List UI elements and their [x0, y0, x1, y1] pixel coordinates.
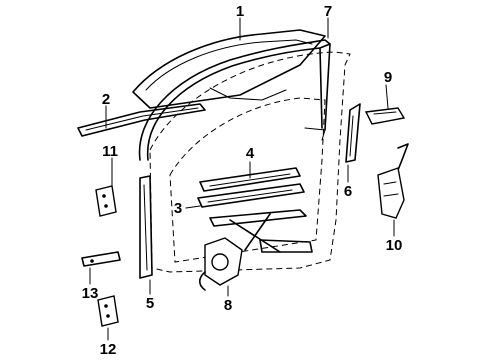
callout-13: 13 — [82, 285, 99, 302]
door-lock-part — [377, 143, 409, 219]
window-regulator-part — [198, 209, 313, 291]
front-guide-part — [139, 175, 153, 279]
run-channel-part — [138, 39, 331, 161]
belt-molding-part — [77, 103, 206, 137]
callout-8: 8 — [224, 297, 232, 314]
lower-channel-part — [197, 167, 305, 208]
callout-9: 9 — [384, 69, 392, 86]
callout-3: 3 — [174, 200, 182, 217]
leader-lines — [89, 17, 395, 341]
callout-10: 10 — [386, 237, 403, 254]
callout-1: 1 — [236, 3, 244, 20]
door-inner-outline — [169, 97, 326, 263]
callout-4: 4 — [246, 145, 255, 162]
check-link-part — [81, 251, 121, 267]
lower-hinge-part — [97, 295, 119, 327]
callout-5: 5 — [146, 295, 154, 312]
rear-guide-part — [345, 103, 361, 163]
callout-12: 12 — [100, 341, 117, 358]
handle-part — [364, 107, 406, 125]
callout-2: 2 — [102, 91, 110, 108]
callout-6: 6 — [344, 183, 352, 200]
upper-hinge-part — [95, 185, 117, 217]
callout-7: 7 — [324, 3, 332, 20]
window-glass-part — [132, 29, 326, 109]
door-outline — [149, 51, 351, 273]
callout-11: 11 — [102, 143, 118, 160]
